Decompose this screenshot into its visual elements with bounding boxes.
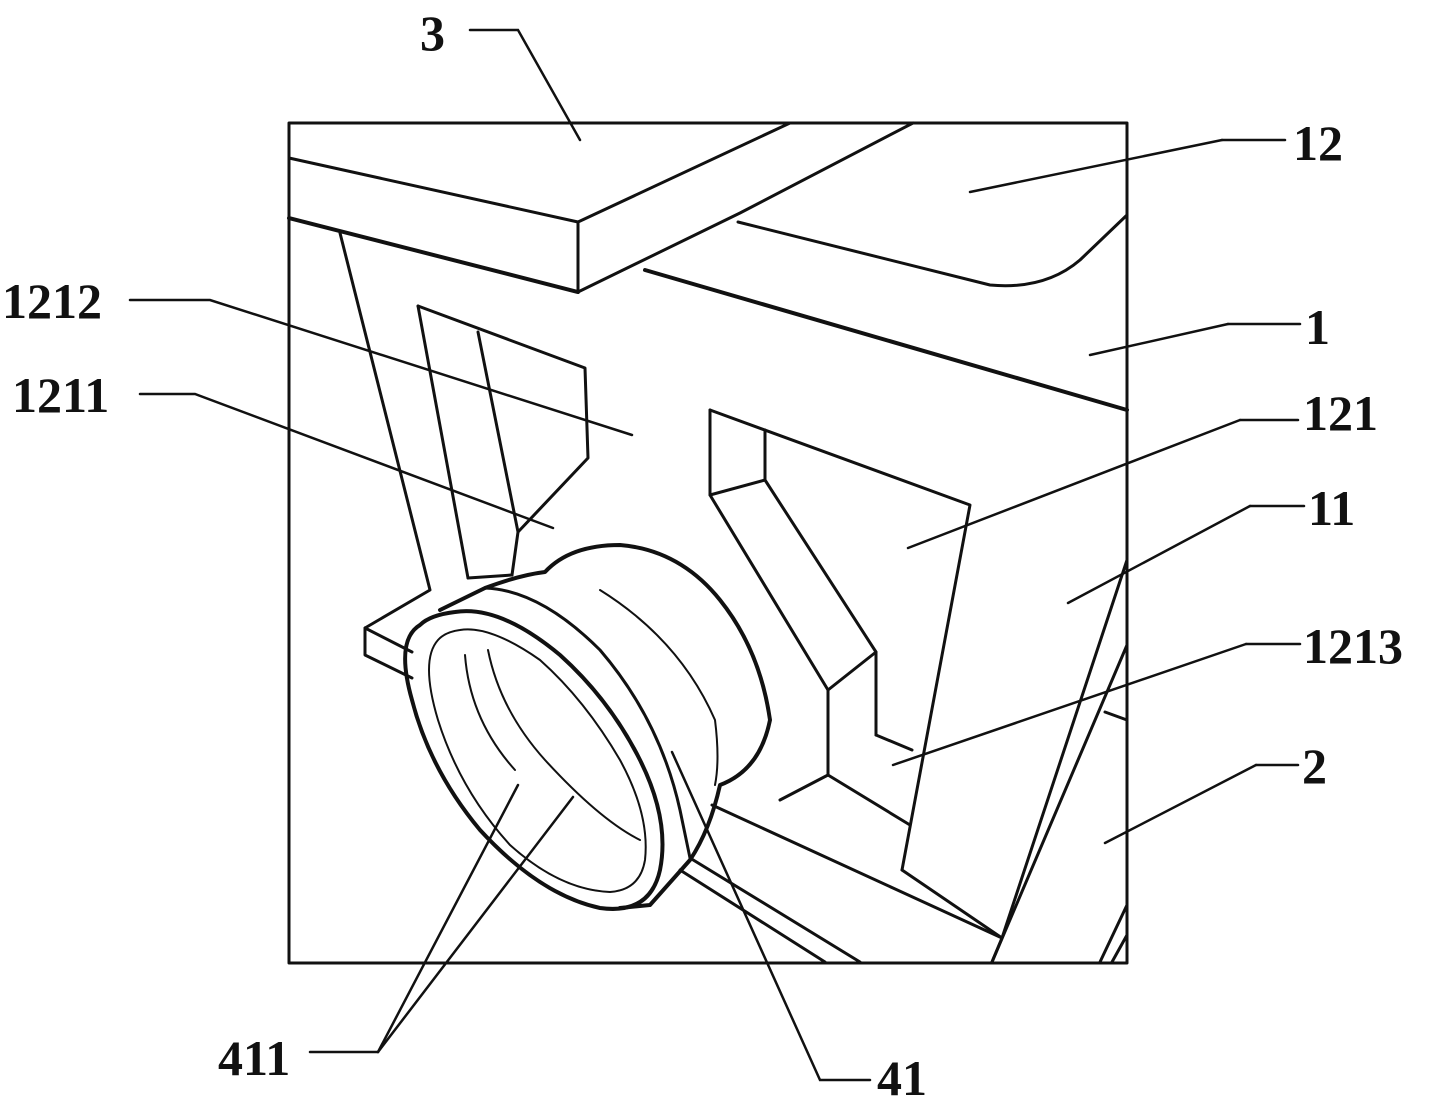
label-1212: 1212 (2, 273, 102, 329)
label-3: 3 (420, 5, 445, 61)
top-plate-12 (287, 121, 1129, 412)
label-2: 2 (1302, 738, 1327, 794)
label-41: 41 (877, 1050, 927, 1103)
label-11: 11 (1308, 480, 1355, 536)
drawing-frame (287, 121, 1129, 965)
label-1: 1 (1305, 299, 1330, 355)
window-121 (708, 408, 972, 872)
label-411: 411 (218, 1030, 290, 1086)
leader-lines (128, 28, 1306, 1082)
lower-plate-2 (678, 558, 1129, 964)
label-1213: 1213 (1303, 618, 1403, 674)
nozzle-41 (403, 543, 772, 911)
label-121: 121 (1303, 385, 1378, 441)
label-1211: 1211 (12, 367, 109, 423)
label-12: 12 (1293, 115, 1343, 171)
body-1 (338, 231, 590, 680)
